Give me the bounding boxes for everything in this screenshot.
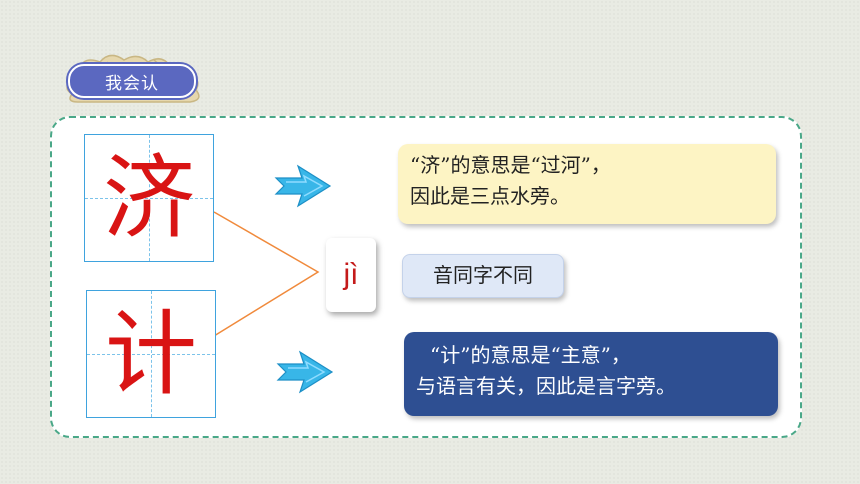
pinyin-card: jì xyxy=(326,238,376,312)
note-ji-plan-line-1: “计”的意思是“主意”， xyxy=(430,343,631,367)
section-title: 我会认 xyxy=(68,64,196,98)
note-ji-ferry-line-2: 因此是三点水旁。 xyxy=(410,184,570,208)
note-ji-ferry: “济”的意思是“过河”， 因此是三点水旁。 xyxy=(398,144,776,224)
character-ji-plan: 计 xyxy=(104,301,197,408)
note-same-sound: 音同字不同 xyxy=(402,254,564,298)
note-ji-ferry-line-1: “济”的意思是“过河”， xyxy=(410,153,611,177)
character-grid-ji-plan: 计 xyxy=(86,290,216,418)
character-grid-ji-ferry: 济 xyxy=(84,134,214,262)
right-arrow-icon xyxy=(274,164,332,208)
note-ji-plan-line-2: 与语言有关，因此是言字旁。 xyxy=(416,374,676,398)
section-title-badge: 我会认 xyxy=(58,48,208,108)
note-ji-plan: “计”的意思是“主意”， 与语言有关，因此是言字旁。 xyxy=(404,332,778,416)
character-ji-ferry: 济 xyxy=(102,145,195,252)
right-arrow-icon xyxy=(276,350,334,394)
